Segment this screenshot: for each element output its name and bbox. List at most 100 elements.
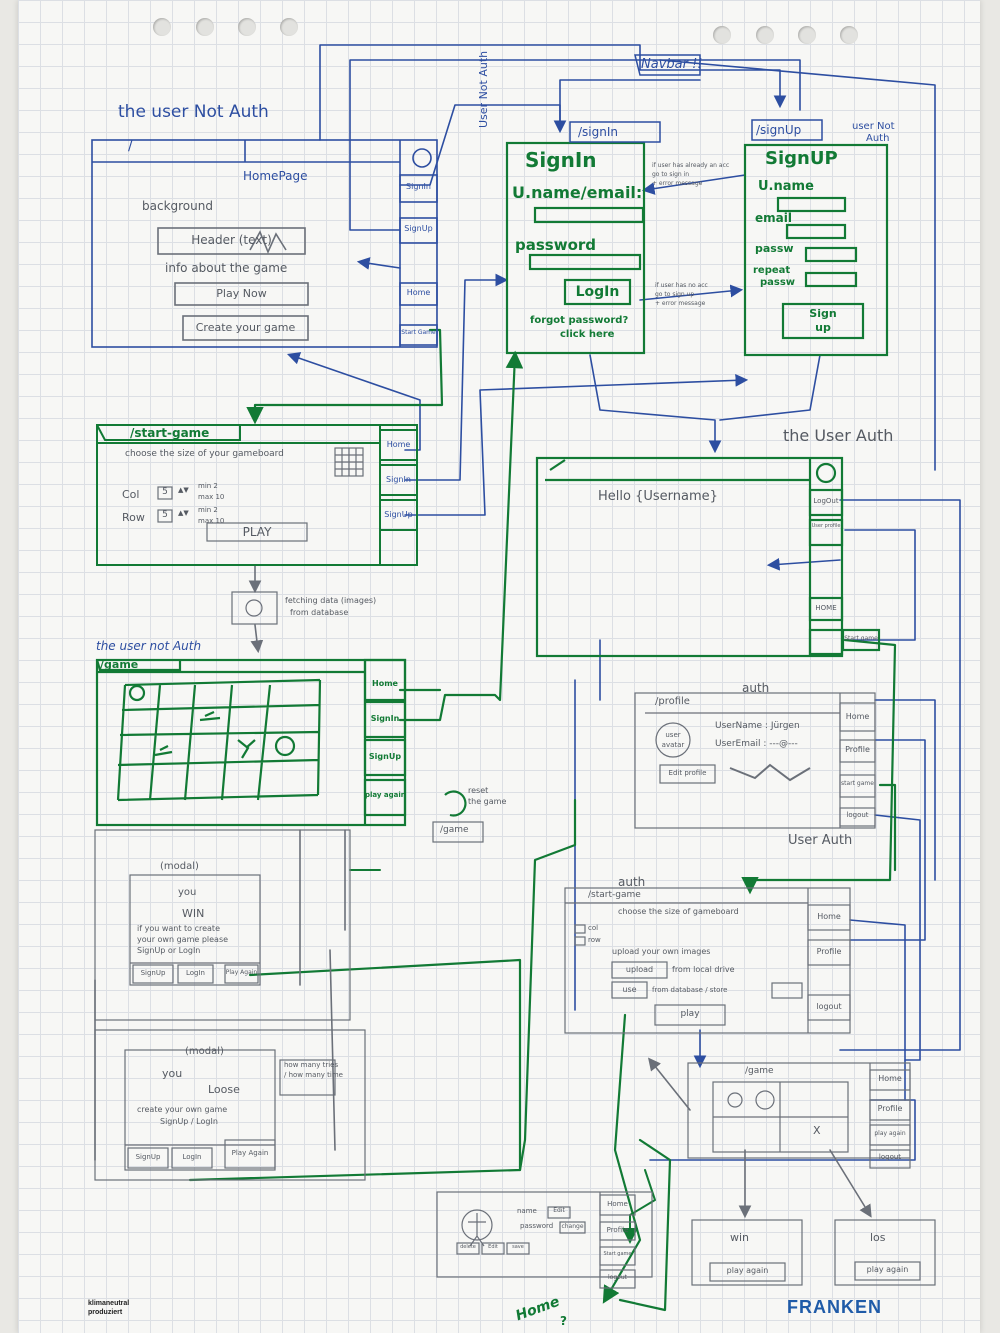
auth-game-nav-play-again[interactable]: play again (874, 1130, 906, 1137)
auth-game-nav-profile[interactable]: Profile (877, 1104, 903, 1113)
signup-button-2[interactable]: up (815, 321, 831, 334)
link-home-signup (349, 59, 801, 231)
lose-text-1: create your own game (137, 1105, 228, 1114)
signup-password-input[interactable] (806, 248, 856, 261)
lose-modal-tab: (modal) (185, 1046, 224, 1057)
profile-nav-home[interactable]: Home (845, 712, 870, 721)
auth-start-nav-home[interactable]: Home (817, 912, 841, 921)
tries-annotation-2: / how many time (284, 1071, 343, 1079)
link-start-auth-right (849, 919, 906, 1101)
signup-not-auth-annotation-2: Auth (866, 133, 890, 144)
start-nav-signup[interactable]: SignUp (384, 510, 413, 519)
signup-username-input[interactable] (778, 198, 845, 211)
forgot-password-link-2[interactable]: click here (560, 329, 615, 340)
signup-not-auth-annotation: user Not (852, 121, 895, 132)
auth-start-nav-logout[interactable]: logout (816, 1002, 842, 1011)
smiley-icon (274, 735, 296, 757)
login-button[interactable]: LogIn (575, 284, 620, 300)
edit-profile-button[interactable]: Edit profile (668, 769, 707, 777)
game-nav-home[interactable]: Home (372, 679, 398, 688)
game-nav-signup[interactable]: SignUp (368, 752, 402, 761)
lose-play-again-button[interactable]: Play Again (231, 1149, 269, 1157)
profile-auth-annotation: auth (742, 681, 770, 695)
punch-hole (196, 18, 214, 36)
signin-username-input[interactable] (535, 208, 643, 222)
start-game-prompt: choose the size of your gameboard (125, 449, 284, 459)
link-start-home (286, 352, 421, 451)
stepper-arrows-icon[interactable]: ▲▼ (178, 509, 189, 517)
profile-nav-logout[interactable]: logout (846, 811, 869, 819)
stepper-arrows-icon[interactable]: ▲▼ (178, 486, 189, 494)
signup-button[interactable]: Sign (809, 307, 837, 320)
col-input[interactable]: 5 (162, 487, 168, 497)
auth-nav-profile[interactable]: User profile (811, 523, 841, 529)
link-lose-up (648, 1057, 691, 1111)
punch-hole (280, 18, 298, 36)
start-auth-annotation: auth (618, 875, 646, 889)
punch-hole (238, 18, 256, 36)
edit-button[interactable]: Edit (488, 1244, 498, 1250)
link-auth-right (839, 499, 961, 1051)
edit-nav-logout[interactable]: logout (608, 1274, 627, 1281)
win-auth-title: win (730, 1231, 750, 1244)
auth-nav-home[interactable]: HOME (815, 604, 837, 612)
reset-route-label: /game (440, 825, 469, 835)
auth-game-window (687, 1062, 911, 1169)
profile-nav-start-game[interactable]: start game (841, 780, 874, 787)
bottom-home-annotation-2: ? (560, 1314, 567, 1328)
upload-button[interactable]: upload (625, 965, 654, 974)
forgot-password-link[interactable]: forgot password? (530, 315, 629, 326)
win-auth-play-again[interactable]: play again (726, 1266, 769, 1275)
edit-nav-home[interactable]: Home (607, 1200, 628, 1208)
navbar-label-box (634, 54, 701, 76)
signin-password-input[interactable] (530, 255, 640, 269)
edit-nav-start-game[interactable]: Start game (603, 1251, 632, 1257)
link-home-signin (399, 104, 561, 186)
auth-start-nav-profile[interactable]: Profile (816, 947, 842, 956)
edit-name-button[interactable]: Edit (553, 1207, 565, 1214)
use-button[interactable]: use (622, 985, 637, 994)
nav-signin-button[interactable]: SignIn (406, 182, 431, 191)
lose-login-button[interactable]: LogIn (182, 1153, 202, 1161)
lose-auth-play-again[interactable]: play again (866, 1265, 909, 1274)
save-button[interactable]: save (512, 1244, 524, 1250)
game-nav-signin[interactable]: SignIn (370, 714, 400, 723)
car-icon (199, 710, 221, 722)
auth-nav-start-game[interactable]: Start game (844, 635, 878, 642)
auth-play-button[interactable]: play (680, 1009, 700, 1019)
nav-start-game-button[interactable]: Start Game (401, 329, 436, 336)
auth-game-nav-home[interactable]: Home (878, 1074, 902, 1083)
link-auth-self (766, 557, 841, 571)
win-login-button[interactable]: LogIn (185, 969, 205, 977)
start-nav-signin[interactable]: SignIn (386, 475, 411, 484)
signin-password-label: password (515, 236, 597, 254)
signup-repeat-label-2: passw (760, 277, 796, 288)
nav-signup-button[interactable]: SignUp (404, 224, 433, 233)
auth-home-window (535, 456, 881, 658)
game-nav-play-again[interactable]: play again (365, 791, 406, 799)
signup-email-input[interactable] (787, 225, 845, 238)
play-now-button[interactable]: Play Now (216, 287, 267, 300)
profile-username: UserName : Jürgen (715, 721, 800, 731)
signup-repeat-input[interactable] (806, 273, 856, 286)
play-button[interactable]: PLAY (242, 525, 272, 539)
nav-home-button[interactable]: Home (406, 288, 431, 297)
game-cell-x: X (813, 1124, 821, 1137)
edit-nav-profile[interactable]: Profile (606, 1226, 629, 1234)
win-play-again-button[interactable]: Play Again (225, 969, 258, 976)
auth-game-nav-logout[interactable]: logout (878, 1153, 902, 1161)
reset-annotation-2: the game (468, 797, 507, 806)
row-input[interactable]: 5 (162, 510, 168, 520)
create-game-button[interactable]: Create your game (195, 321, 296, 334)
profile-nav-profile[interactable]: Profile (845, 745, 870, 754)
start-game-tab: /start-game (130, 426, 210, 440)
lose-signup-button[interactable]: SignUp (135, 1153, 161, 1161)
use-from-database: from database / store (652, 986, 728, 994)
change-password-button[interactable]: change (561, 1223, 584, 1230)
win-signup-button[interactable]: SignUp (140, 969, 166, 977)
delete-button[interactable]: delete (460, 1244, 476, 1250)
link-signup-down (719, 354, 821, 421)
link-game-signin (398, 350, 524, 722)
auth-nav-logout[interactable]: LogOut (813, 497, 839, 505)
start-nav-home[interactable]: Home (386, 440, 411, 449)
